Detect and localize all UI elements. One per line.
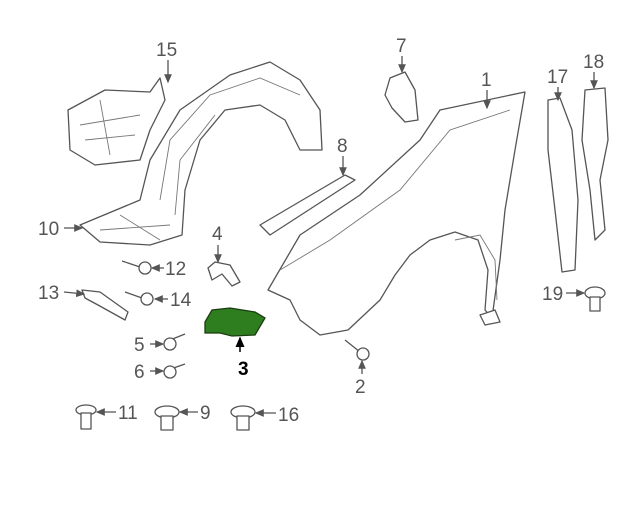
callout-14: 14 — [170, 290, 192, 311]
callout-5: 5 — [134, 335, 145, 356]
callout-17: 17 — [547, 67, 568, 88]
bolt-6 — [163, 363, 186, 379]
clip-9 — [154, 405, 180, 431]
clip-19 — [584, 286, 606, 312]
callout-2: 2 — [355, 377, 366, 398]
part-15-splash-shield — [67, 77, 166, 166]
bolt-2 — [344, 339, 370, 361]
callout-16: 16 — [278, 405, 299, 426]
callout-1: 1 — [481, 70, 492, 91]
part-7-bracket — [384, 71, 419, 123]
callout-3-highlighted: 3 — [238, 359, 249, 380]
callout-4: 4 — [212, 224, 223, 245]
callout-19: 19 — [542, 284, 563, 305]
callout-13: 13 — [38, 283, 59, 304]
callout-11: 11 — [118, 403, 138, 424]
part-10-fender-liner — [79, 61, 323, 246]
bolt-12 — [121, 260, 152, 275]
callout-8: 8 — [337, 136, 348, 157]
bolt-14 — [124, 291, 154, 306]
callout-12: 12 — [165, 259, 186, 280]
part-4-clip — [207, 261, 241, 287]
callout-7: 7 — [396, 36, 407, 57]
callout-10: 10 — [38, 219, 59, 240]
callout-6: 6 — [134, 362, 145, 383]
clip-16 — [230, 405, 256, 431]
part-17-seal — [547, 97, 579, 273]
part-3-bracket-highlighted — [204, 307, 266, 337]
part-1-fender — [267, 91, 526, 336]
bolt-5 — [163, 333, 186, 351]
part-18-seal — [581, 87, 609, 241]
part-13-bracket — [81, 289, 129, 321]
clip-11 — [75, 404, 97, 430]
callout-9: 9 — [200, 403, 211, 424]
callout-18: 18 — [583, 52, 604, 73]
callout-15: 15 — [156, 40, 177, 61]
part-8-seal — [259, 174, 356, 236]
